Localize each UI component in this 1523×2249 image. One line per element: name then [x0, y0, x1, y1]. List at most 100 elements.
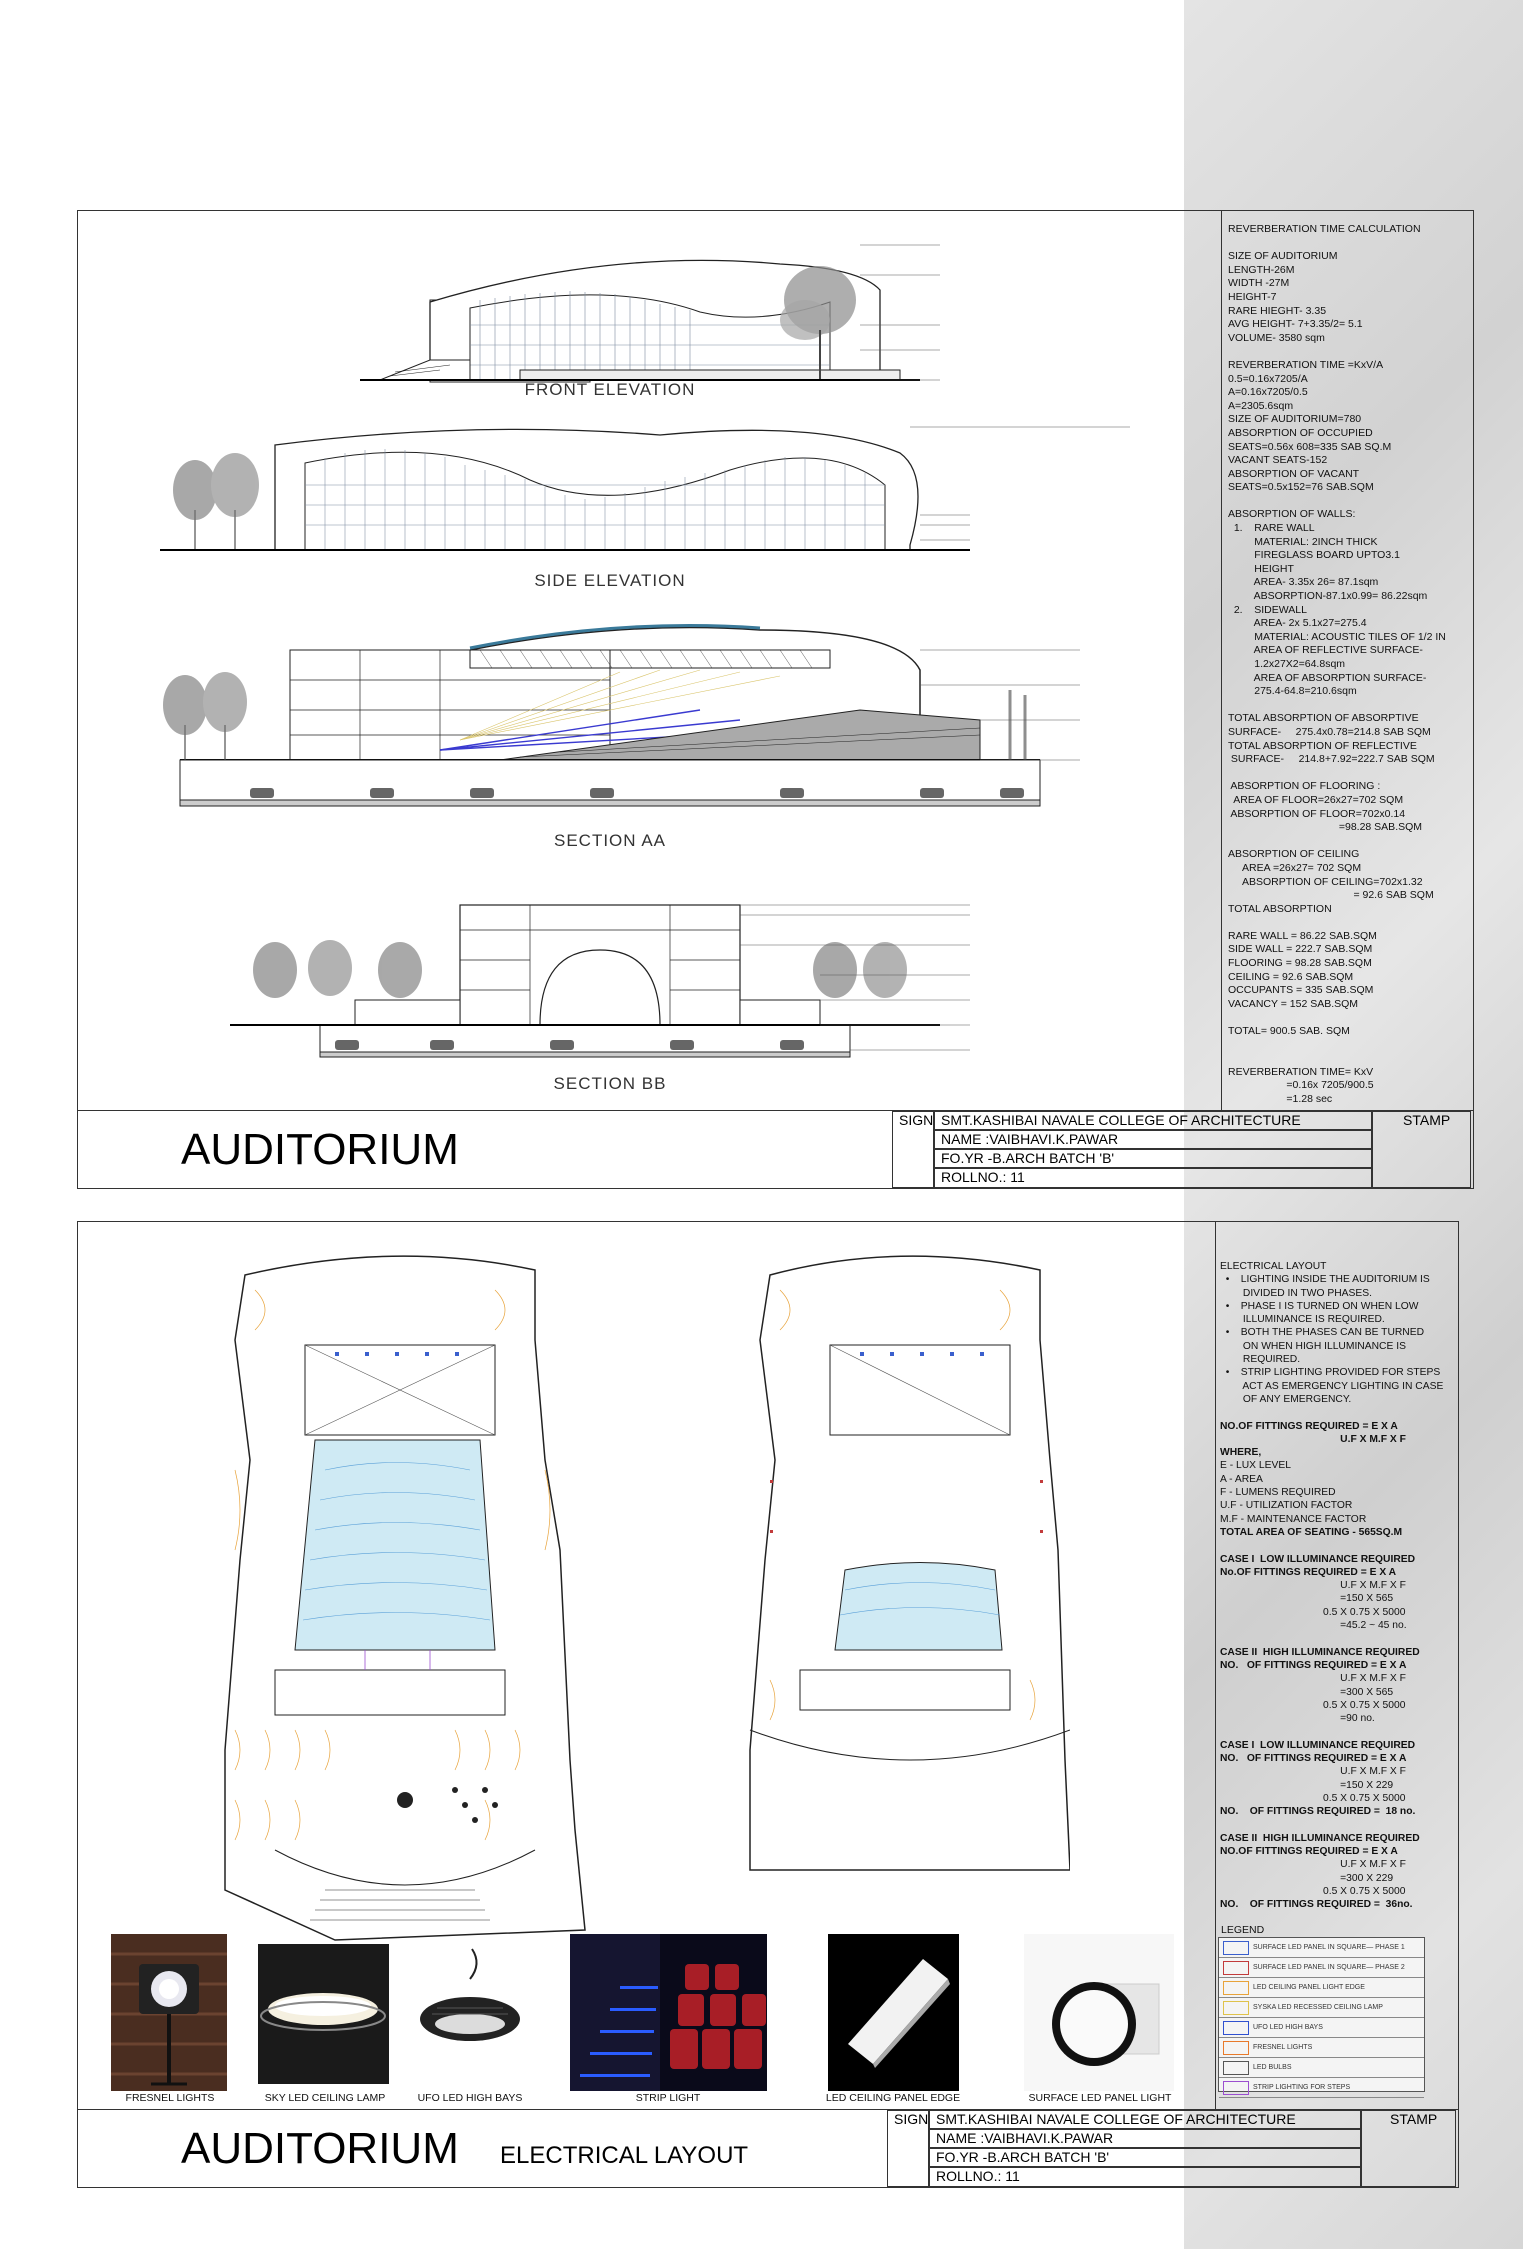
legend-symbol-icon — [1223, 2060, 1249, 2075]
note-line: WHERE, — [1220, 1447, 1262, 1459]
note-line — [1220, 1406, 1443, 1419]
legend-symbol-icon — [1223, 2000, 1249, 2015]
note-line: OF ANY EMERGENCY. — [1220, 1393, 1352, 1405]
legend-rows: SURFACE LED PANEL IN SQUARE— PHASE 1 SURF… — [1219, 1938, 1424, 2098]
note-line: • BOTH THE PHASES CAN BE TURNED — [1220, 1327, 1425, 1339]
note-line: REVERBERATION TIME =KxV/A — [1228, 358, 1384, 371]
legend-symbol-icon — [1223, 2080, 1249, 2095]
note-line: ON WHEN HIGH ILLUMINANCE IS — [1220, 1340, 1406, 1352]
note-line: VACANCY = 152 SAB.SQM — [1228, 997, 1359, 1010]
note-line: =0.16x 7205/900.5 — [1228, 1079, 1374, 1092]
note-line: VOLUME- 3580 sqm — [1228, 331, 1325, 344]
electrical-plan-left — [224, 1255, 586, 1941]
electrical-plan-right — [749, 1255, 1070, 1871]
legend-label: LED CEILING PANEL LIGHT EDGE — [1253, 1984, 1365, 1991]
title-block-2-stamp: STAMP — [1361, 2110, 1456, 2187]
title-block-1-roll: ROLLNO.: 11 — [934, 1168, 1372, 1188]
note-line — [1228, 1011, 1446, 1025]
note-line: 1.2x27X2=64.8sqm — [1228, 658, 1346, 670]
note-line: =90 no. — [1220, 1713, 1375, 1725]
note-line — [1228, 916, 1446, 930]
note-line: • PHASE I IS TURNED ON WHEN LOW — [1220, 1300, 1419, 1312]
title-block-2-title: AUDITORIUM — [181, 2124, 459, 2173]
photo-ufo-led-high-bays — [412, 1944, 530, 2084]
photo-caption: FRESNEL LIGHTS — [125, 2092, 215, 2104]
legend-symbol-icon — [1223, 2040, 1249, 2055]
photo-caption: UFO LED HIGH BAYS — [417, 2092, 523, 2104]
note-line: RARE HIEGHT- 3.35 — [1228, 304, 1327, 317]
legend-item: FRESNEL LIGHTS — [1219, 2038, 1424, 2058]
note-line: 0.5 X 0.75 X 5000 — [1220, 1885, 1406, 1897]
title-block-1-sign: SIGN — [892, 1111, 934, 1188]
photo-sky-led-ceiling-lamp — [258, 1944, 389, 2084]
section-aa-drawing — [163, 624, 1080, 807]
legend-item: UFO LED HIGH BAYS — [1219, 2018, 1424, 2038]
note-line: CASE I LOW ILLUMINANCE REQUIRED — [1220, 1553, 1416, 1565]
note-line: U.F X M.F X F — [1220, 1859, 1406, 1871]
note-line: AREA- 2x 5.1x27=275.4 — [1228, 617, 1367, 630]
photo-caption: SURFACE LED PANEL LIGHT — [1028, 2092, 1172, 2104]
title-block-1-college: SMT.KASHIBAI NAVALE COLLEGE OF ARCHITECT… — [934, 1111, 1372, 1130]
legend-label: SYSKA LED RECESSED CEILING LAMP — [1253, 2004, 1383, 2011]
note-line: SIZE OF AUDITORIUM — [1228, 250, 1338, 263]
note-line: =150 X 565 — [1220, 1593, 1394, 1605]
side-elevation-drawing — [160, 426, 1130, 551]
note-line: AREA OF FLOOR=26x27=702 SQM — [1228, 793, 1404, 806]
legend-symbol-icon — [1223, 1980, 1249, 1995]
note-line: ABSORPTION OF FLOORING : — [1228, 780, 1381, 793]
note-line: FIREGLASS BOARD UPTO3.1 — [1228, 549, 1400, 562]
legend-label: UFO LED HIGH BAYS — [1253, 2024, 1323, 2031]
electrical-layout-notes: ELECTRICAL LAYOUT • LIGHTING INSIDE THE … — [1220, 1260, 1443, 1912]
side-elevation-title: SIDE ELEVATION — [534, 571, 686, 590]
note-line: CASE II HIGH ILLUMINANCE REQUIRED — [1220, 1832, 1420, 1844]
title-block-1-year: FO.YR -B.ARCH BATCH 'B' — [934, 1149, 1372, 1168]
note-line — [1228, 1039, 1446, 1053]
note-line: MATERIAL: ACOUSTIC TILES OF 1/2 IN — [1228, 630, 1446, 643]
photo-surface-led-panel-light — [1024, 1934, 1174, 2091]
title-block-2: AUDITORIUM ELECTRICAL LAYOUT SIGN SMT.KA… — [77, 2109, 1459, 2188]
title-block-2-subtitle: ELECTRICAL LAYOUT — [500, 2142, 749, 2169]
note-line: No.OF FITTINGS REQUIRED = E X A — [1220, 1566, 1397, 1578]
note-line: DIVIDED IN TWO PHASES. — [1220, 1287, 1372, 1299]
note-line: ABSORPTION-87.1x0.99= 86.22sqm — [1228, 590, 1428, 603]
note-line: HEIGHT — [1228, 562, 1294, 575]
note-line: SIDE WALL = 222.7 SAB.SQM — [1228, 943, 1373, 956]
note-line: ILLUMINANCE IS REQUIRED. — [1220, 1314, 1385, 1326]
note-line: ACT AS EMERGENCY LIGHTING IN CASE — [1220, 1380, 1444, 1392]
note-line — [1220, 1539, 1443, 1552]
note-line: SEATS=0.56x 608=335 SAB SQ.M — [1228, 440, 1392, 453]
note-line: A - AREA — [1220, 1473, 1263, 1485]
title-block-2-college: SMT.KASHIBAI NAVALE COLLEGE OF ARCHITECT… — [929, 2110, 1361, 2129]
note-line: 0.5 X 0.75 X 5000 — [1220, 1792, 1406, 1804]
note-line: U.F X M.F X F — [1220, 1580, 1406, 1592]
photo-caption: SKY LED CEILING LAMP — [264, 2092, 386, 2104]
photo-caption: LED CEILING PANEL EDGE — [825, 2092, 961, 2104]
note-line: 0.5 X 0.75 X 5000 — [1220, 1606, 1406, 1618]
note-line: E - LUX LEVEL — [1220, 1460, 1291, 1472]
legend-label: SURFACE LED PANEL IN SQUARE— PHASE 1 — [1253, 1944, 1405, 1951]
note-line: ABSORPTION OF OCCUPIED — [1228, 426, 1373, 439]
note-line: RARE WALL = 86.22 SAB.SQM — [1228, 929, 1377, 942]
note-line: TOTAL ABSORPTION — [1228, 902, 1332, 915]
legend-item: SYSKA LED RECESSED CEILING LAMP — [1219, 1998, 1424, 2018]
note-line: NO. OF FITTINGS REQUIRED = E X A — [1220, 1752, 1407, 1764]
note-line: =45.2 ~ 45 no. — [1220, 1620, 1407, 1632]
note-line: AREA OF REFLECTIVE SURFACE- — [1228, 644, 1423, 657]
title-block-1-name: NAME :VAIBHAVI.K.PAWAR — [934, 1130, 1372, 1149]
photo-led-ceiling-panel-edge — [828, 1934, 959, 2091]
note-line: SIZE OF AUDITORIUM=780 — [1228, 413, 1362, 426]
note-line: VACANT SEATS-152 — [1228, 454, 1328, 467]
note-line — [1228, 1052, 1446, 1066]
photo-strip-light — [570, 1934, 767, 2091]
note-line: 275.4-64.8=210.6sqm — [1228, 685, 1357, 698]
note-line: TOTAL ABSORPTION OF REFLECTIVE — [1228, 739, 1417, 752]
legend-item: LED CEILING PANEL LIGHT EDGE — [1219, 1978, 1424, 1998]
title-block-2-roll: ROLLNO.: 11 — [929, 2167, 1361, 2187]
note-line: NO.OF FITTINGS REQUIRED = E X A — [1220, 1420, 1398, 1432]
note-line: REVERBERATION TIME= KxV — [1228, 1065, 1374, 1078]
legend-label: SURFACE LED PANEL IN SQUARE— PHASE 2 — [1253, 1964, 1405, 1971]
legend-item: SURFACE LED PANEL IN SQUARE— PHASE 2 — [1219, 1958, 1424, 1978]
note-line: CASE I LOW ILLUMINANCE REQUIRED — [1220, 1739, 1416, 1751]
note-line: U.F X M.F X F — [1220, 1766, 1406, 1778]
note-line: ABSORPTION OF VACANT — [1228, 467, 1360, 480]
